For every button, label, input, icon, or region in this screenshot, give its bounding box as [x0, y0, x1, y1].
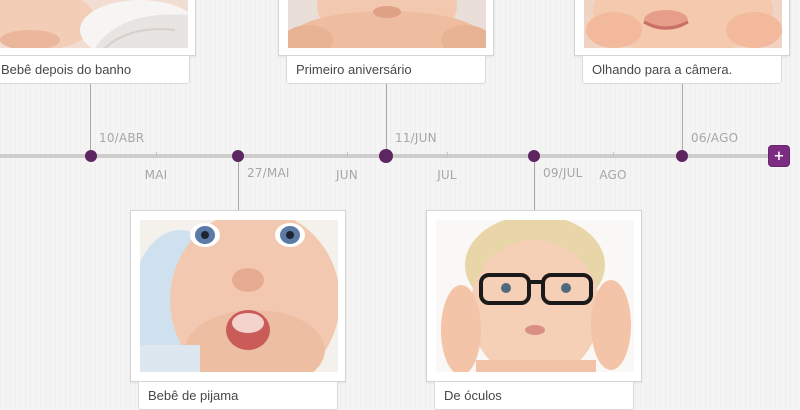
event-date-label: 09/JUL [543, 166, 583, 180]
timeline-card-10abr[interactable] [0, 0, 196, 56]
baby-after-bath-photo [0, 0, 188, 48]
month-label: JUL [437, 168, 457, 182]
event-marker[interactable] [85, 150, 97, 162]
event-connector [90, 84, 91, 150]
timeline-caption-box: Olhando para a câmera. [582, 56, 782, 84]
event-caption: Primeiro aniversário [296, 62, 412, 77]
baby-in-pajamas-photo [140, 220, 338, 372]
event-marker[interactable] [528, 150, 540, 162]
timeline-card-27mai[interactable] [130, 210, 346, 382]
event-connector [682, 84, 683, 150]
month-tick [613, 152, 614, 158]
timeline-card-11jun[interactable] [278, 0, 494, 56]
month-tick [447, 152, 448, 158]
add-event-button[interactable]: + [769, 146, 789, 166]
month-tick [347, 152, 348, 158]
timeline-caption-box: De óculos [434, 382, 634, 410]
event-marker[interactable] [676, 150, 688, 162]
event-connector [534, 162, 535, 210]
timeline-card-09jul[interactable] [426, 210, 642, 382]
event-date-label: 11/JUN [395, 131, 437, 145]
event-connector [386, 84, 387, 150]
event-connector [238, 162, 239, 210]
timeline-card-06ago[interactable] [574, 0, 790, 56]
timeline-caption-box: Primeiro aniversário [286, 56, 486, 84]
event-date-label: 27/MAI [247, 166, 290, 180]
looking-at-camera-photo [584, 0, 782, 48]
event-marker[interactable] [232, 150, 244, 162]
event-marker[interactable] [379, 149, 393, 163]
event-caption: De óculos [444, 388, 502, 403]
month-label: JUN [336, 168, 358, 182]
event-date-label: 06/AGO [691, 131, 739, 145]
month-tick [156, 152, 157, 158]
month-label: MAI [144, 168, 168, 182]
baby-with-glasses-photo [436, 220, 634, 372]
event-caption: Olhando para a câmera. [592, 62, 733, 77]
timeline-caption-box: Bebê depois do banho [0, 56, 190, 84]
month-label: AGO [599, 168, 627, 182]
timeline-axis [0, 154, 790, 158]
event-caption: Bebê depois do banho [1, 62, 132, 77]
first-birthday-photo [288, 0, 486, 48]
event-date-label: 10/ABR [99, 131, 145, 145]
timeline-caption-box: Bebê de pijama [138, 382, 338, 410]
event-caption: Bebê de pijama [148, 388, 239, 403]
